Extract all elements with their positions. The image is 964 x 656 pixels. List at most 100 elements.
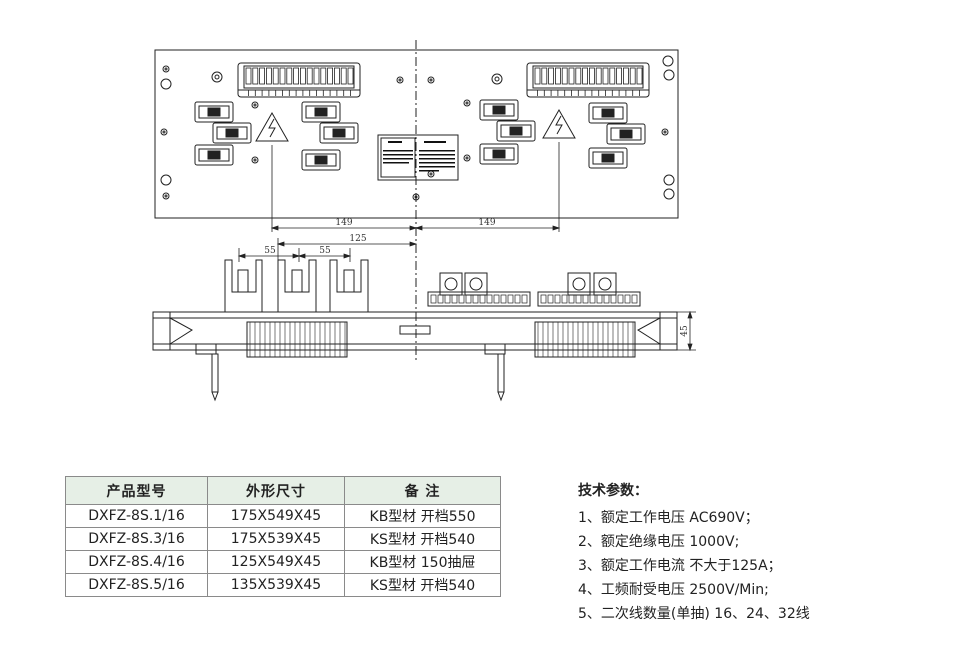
size-cell: 175X549X45 bbox=[207, 504, 345, 528]
terminal-cell bbox=[521, 294, 528, 304]
technical-parameters: 技术参数： 1、额定工作电压 AC690V； 2、额定绝缘电压 1000V; 3… bbox=[578, 480, 810, 626]
column-header: 备 注 bbox=[344, 476, 501, 505]
terminal-cell bbox=[609, 67, 616, 85]
table-header-row: 产品型号 外形尺寸 备 注 bbox=[65, 476, 501, 505]
remark-cell: KS型材 开档540 bbox=[344, 527, 501, 551]
terminal-cell bbox=[472, 294, 479, 304]
contact-module-icon bbox=[496, 120, 536, 142]
terminal-cell bbox=[479, 294, 486, 304]
terminal-cell bbox=[610, 294, 617, 304]
dim-label-pitch-total: 125 bbox=[349, 234, 366, 244]
terminal-cell bbox=[286, 67, 293, 85]
terminal-cell bbox=[561, 67, 568, 85]
param-item: 5、二次线数量(单抽) 16、24、32线 bbox=[578, 606, 810, 622]
model-cell: DXFZ-8S.5/16 bbox=[65, 573, 208, 597]
terminal-cell bbox=[575, 67, 582, 85]
terminal-cell bbox=[548, 67, 554, 85]
param-item: 2、额定绝缘电压 1000V; bbox=[578, 534, 740, 550]
dimension-55 bbox=[237, 248, 352, 262]
dim-label-right-span: 149 bbox=[478, 218, 495, 228]
terminal-cell bbox=[347, 67, 354, 85]
terminal-cell bbox=[596, 294, 603, 304]
terminal-block-left bbox=[237, 62, 361, 98]
terminal-cell bbox=[451, 294, 458, 304]
terminal-cell bbox=[313, 67, 320, 85]
terminal-cell bbox=[554, 294, 561, 304]
terminal-cell bbox=[547, 294, 554, 304]
terminal-cell bbox=[272, 67, 279, 85]
terminal-cell bbox=[514, 294, 521, 304]
terminal-cell bbox=[568, 294, 575, 304]
terminal-cell bbox=[623, 67, 629, 85]
power-contact-icon bbox=[224, 259, 369, 313]
contact-module-icon bbox=[479, 99, 519, 121]
model-cell: DXFZ-8S.4/16 bbox=[65, 550, 208, 574]
terminal-cell bbox=[540, 294, 547, 304]
terminal-block-right bbox=[526, 62, 650, 98]
terminal-cell bbox=[624, 294, 631, 304]
remark-cell: KS型材 开档540 bbox=[344, 573, 501, 597]
contact-module-icon bbox=[588, 147, 628, 169]
terminal-cell bbox=[636, 67, 643, 85]
terminal-cell bbox=[541, 67, 548, 85]
dim-label-height: 45 bbox=[680, 325, 690, 337]
contact-module-icon bbox=[301, 149, 341, 171]
terminal-cell bbox=[437, 294, 444, 304]
terminal-cell bbox=[306, 67, 313, 85]
model-cell: DXFZ-8S.1/16 bbox=[65, 504, 208, 528]
terminal-cell bbox=[589, 294, 596, 304]
model-cell: DXFZ-8S.3/16 bbox=[65, 527, 208, 551]
table-row: DXFZ-8S.3/16 175X539X45 KS型材 开档540 bbox=[65, 527, 501, 551]
terminal-cell bbox=[582, 67, 588, 85]
technical-drawing: 149 149 125 55 55 45 bbox=[152, 40, 696, 402]
dimension-125 bbox=[276, 238, 418, 262]
table-row: DXFZ-8S.1/16 175X549X45 KB型材 开档550 bbox=[65, 504, 501, 528]
column-header: 产品型号 bbox=[65, 476, 208, 505]
params-title: 技术参数： bbox=[578, 483, 648, 499]
terminal-cell bbox=[458, 294, 465, 304]
contact-module-icon bbox=[588, 102, 628, 124]
terminal-cell bbox=[465, 294, 472, 304]
dimension-149 bbox=[270, 142, 561, 232]
terminal-cell bbox=[507, 294, 514, 304]
size-cell: 175X539X45 bbox=[207, 527, 345, 551]
dim-label-pitch-2: 55 bbox=[319, 246, 331, 256]
contact-module-icon bbox=[194, 144, 234, 166]
contact-module-icon bbox=[319, 122, 359, 144]
terminal-cell bbox=[534, 67, 541, 85]
terminal-cell bbox=[493, 294, 500, 304]
contact-module-icon bbox=[479, 143, 519, 165]
param-item: 3、额定工作电流 不大于125A； bbox=[578, 558, 782, 574]
dimension-45 bbox=[677, 310, 696, 352]
terminal-cell bbox=[265, 67, 272, 85]
table-row: DXFZ-8S.4/16 125X549X45 KB型材 150抽屉 bbox=[65, 550, 501, 574]
dim-label-pitch-1: 55 bbox=[264, 246, 276, 256]
terminal-cell bbox=[595, 67, 602, 85]
terminal-cell bbox=[279, 67, 286, 85]
terminal-cell bbox=[333, 67, 340, 85]
terminal-cell bbox=[616, 67, 622, 85]
terminal-cell bbox=[568, 67, 575, 85]
housing-side-view bbox=[152, 311, 678, 358]
column-header: 外形尺寸 bbox=[207, 476, 345, 505]
terminal-cell bbox=[617, 294, 624, 304]
size-cell: 135X539X45 bbox=[207, 573, 345, 597]
connector-icon bbox=[427, 272, 641, 307]
contact-module-icon bbox=[606, 123, 646, 145]
terminal-cell bbox=[259, 67, 266, 85]
warning-triangle-icon bbox=[255, 108, 576, 142]
product-table: 产品型号 外形尺寸 备 注 DXFZ-8S.1/16 175X549X45 KB… bbox=[65, 476, 501, 597]
contact-module-icon bbox=[212, 122, 252, 144]
terminal-cell bbox=[500, 294, 507, 304]
guide-pin-icon bbox=[211, 353, 505, 402]
terminal-cell bbox=[602, 67, 609, 85]
terminal-cell bbox=[430, 294, 437, 304]
param-item: 4、工频耐受电压 2500V/Min; bbox=[578, 582, 769, 598]
terminal-cell bbox=[631, 294, 638, 304]
terminal-cell bbox=[555, 67, 561, 85]
terminal-cell bbox=[589, 67, 595, 85]
terminal-cell bbox=[444, 294, 451, 304]
dim-label-left-span: 149 bbox=[335, 218, 352, 228]
remark-cell: KB型材 开档550 bbox=[344, 504, 501, 528]
terminal-cell bbox=[561, 294, 568, 304]
